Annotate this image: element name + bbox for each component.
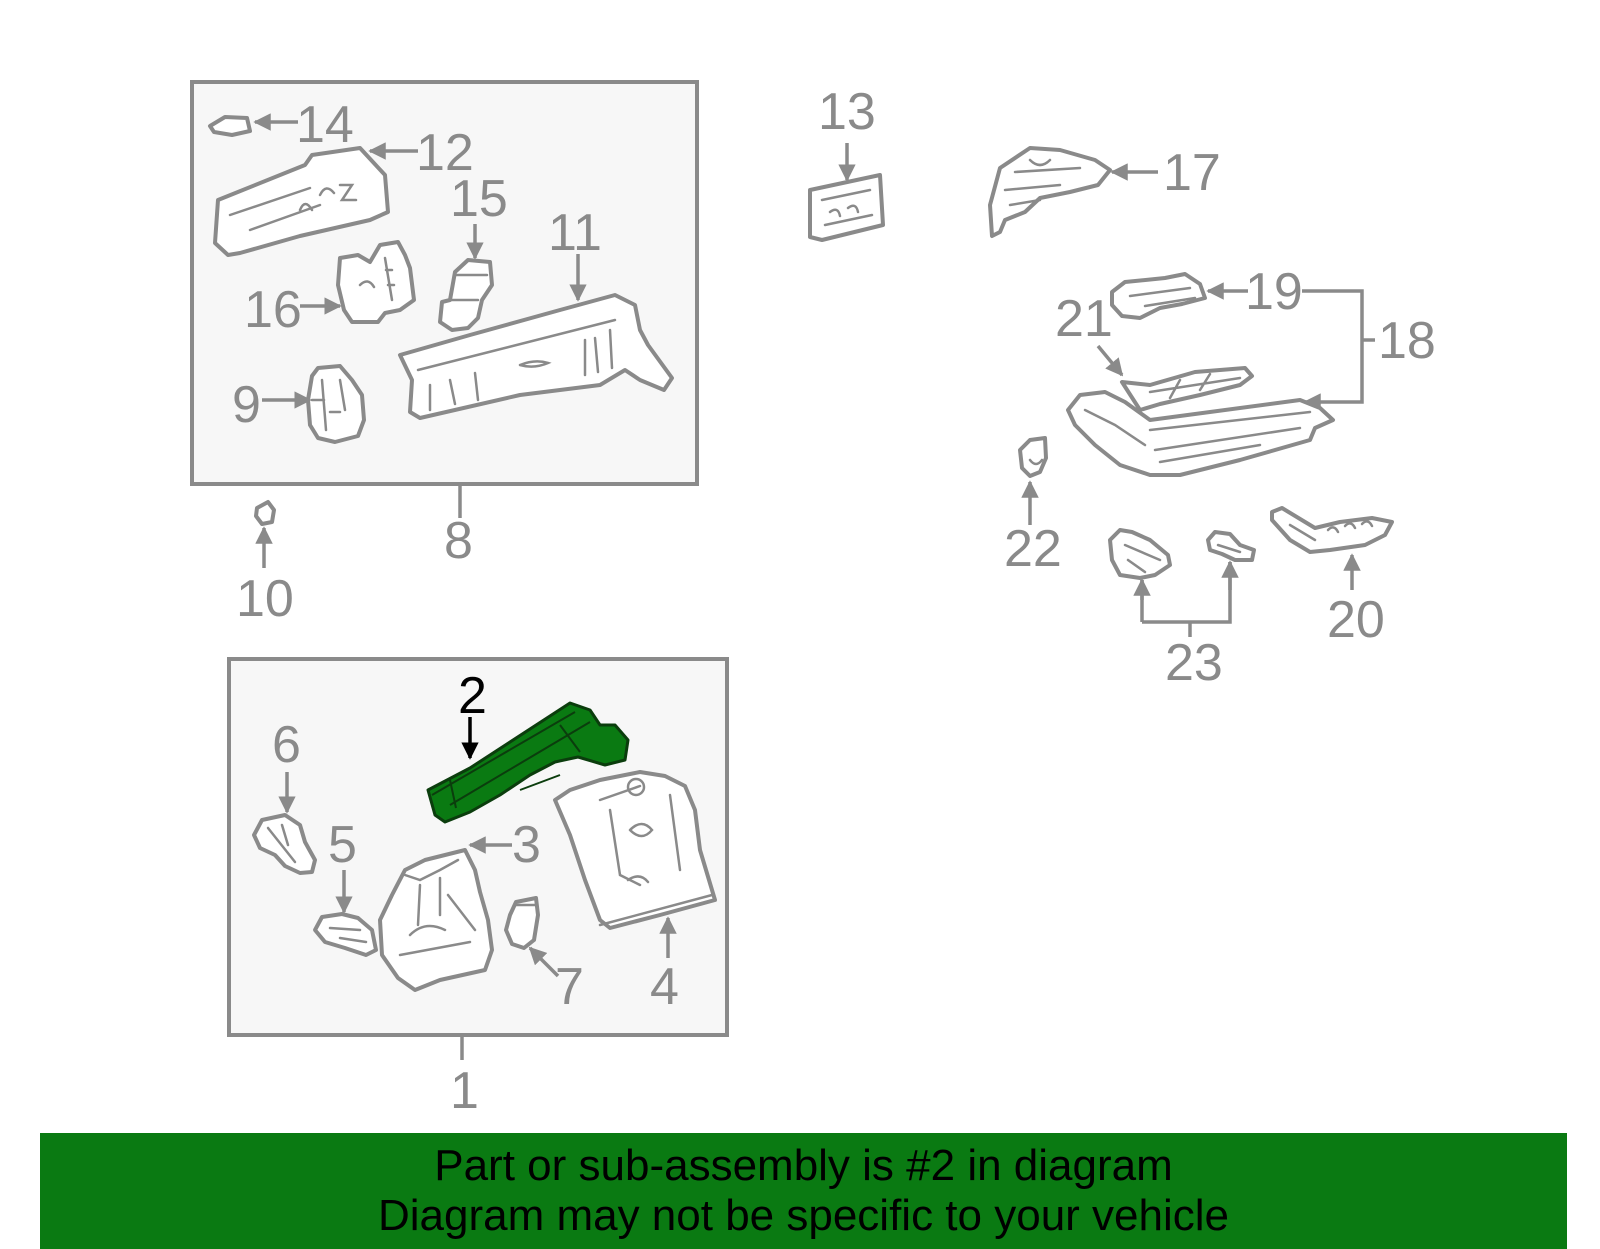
callout-12: 12	[416, 124, 474, 182]
callout-2: 2	[458, 667, 487, 725]
part-22	[1018, 436, 1048, 525]
callout-3: 3	[512, 816, 541, 874]
part-3	[378, 836, 512, 992]
part-4	[553, 770, 717, 958]
part-21	[1096, 344, 1254, 412]
part-17	[988, 146, 1158, 238]
callout-13: 13	[818, 83, 876, 141]
part-5	[313, 870, 378, 957]
callout-1: 1	[450, 1062, 479, 1120]
part-14	[208, 113, 298, 137]
part-23b	[1206, 530, 1256, 562]
part-6	[252, 772, 317, 875]
part-13	[808, 143, 885, 242]
callout-11: 11	[548, 204, 602, 262]
callout-17: 17	[1163, 144, 1221, 202]
part-18	[1066, 390, 1335, 477]
callout-6: 6	[272, 716, 301, 774]
callout-14: 14	[296, 96, 354, 154]
callout-19: 19	[1245, 263, 1303, 321]
info-banner: Part or sub-assembly is #2 in diagram Di…	[40, 1133, 1567, 1249]
part-2-highlighted	[426, 701, 630, 824]
group-box-8	[190, 80, 699, 486]
callout-7: 7	[555, 958, 584, 1016]
part-7	[504, 896, 560, 978]
callout-18: 18	[1378, 312, 1436, 370]
callout-9: 9	[232, 376, 261, 434]
callout-4: 4	[650, 958, 679, 1016]
callout-10: 10	[236, 570, 294, 628]
part-12	[213, 142, 418, 257]
part-20	[1270, 506, 1394, 590]
part-11	[398, 254, 674, 420]
part-19	[1110, 272, 1248, 320]
callout-16: 16	[244, 281, 302, 339]
bracket-23	[1133, 560, 1239, 637]
callout-15: 15	[450, 170, 508, 228]
bracket-18	[1302, 289, 1375, 411]
callout-20: 20	[1327, 591, 1385, 649]
callout-22: 22	[1004, 520, 1062, 578]
callout-5: 5	[328, 816, 357, 874]
callout-8: 8	[444, 512, 473, 570]
part-10	[254, 500, 276, 568]
part-16	[300, 240, 416, 324]
callout-21: 21	[1055, 290, 1113, 348]
part-15	[438, 224, 494, 332]
banner-line-1: Part or sub-assembly is #2 in diagram	[434, 1141, 1173, 1190]
banner-line-2: Diagram may not be specific to your vehi…	[377, 1191, 1230, 1240]
part-23a	[1108, 528, 1172, 580]
callout-23: 23	[1165, 634, 1223, 692]
part-9	[262, 364, 366, 444]
